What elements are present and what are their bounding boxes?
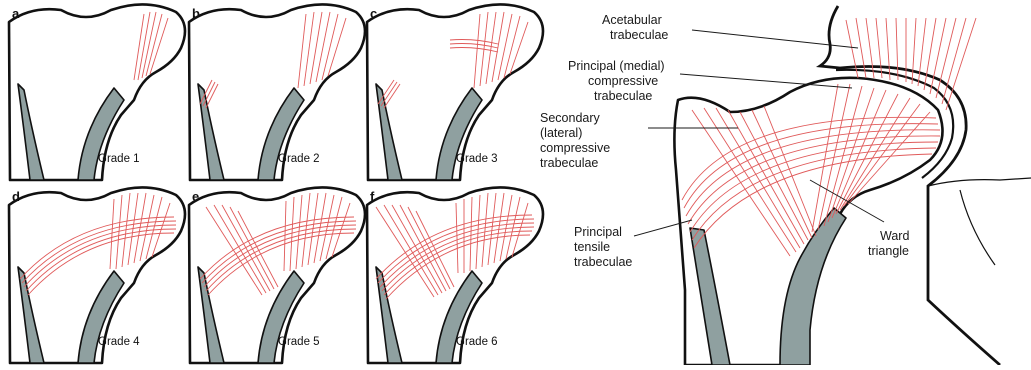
grade-label-5: Grade 5 <box>278 336 320 348</box>
panel-letter-b: b <box>192 6 200 21</box>
panel-letter-e: e <box>192 189 199 204</box>
label-principal-tensile-trabeculae: Principal tensile trabeculae <box>574 225 632 269</box>
panel-b: b Grade 2 <box>189 4 365 180</box>
panel-letter-a: a <box>12 6 20 21</box>
panel-e: e Grade 5 <box>189 187 365 363</box>
panel-letter-f: f <box>370 189 375 204</box>
panel-f: f Grade 6 <box>367 187 543 363</box>
grade-label-1: Grade 1 <box>98 153 140 165</box>
panel-letter-c: c <box>370 6 377 21</box>
grade-label-6: Grade 6 <box>456 336 498 348</box>
label-secondary-compressive-trabeculae: Secondary (lateral) compressive trabecul… <box>540 111 614 170</box>
grade-label-3: Grade 3 <box>456 153 498 165</box>
panel-c: c Grade 3 <box>367 4 543 180</box>
grade-label-4: Grade 4 <box>98 336 140 348</box>
leader-acetabular <box>692 30 858 48</box>
label-principal-compressive-trabeculae: Principal (medial) compressive trabecula… <box>568 59 668 103</box>
panel-a: a Grade 1 <box>9 4 185 180</box>
label-acetabular-trabeculae: Acetabular trabeculae <box>602 13 668 42</box>
panel-d: d Grade 4 <box>9 187 185 363</box>
label-ward-triangle: Ward triangle <box>868 229 913 258</box>
grade-label-2: Grade 2 <box>278 153 320 165</box>
hip-joint-diagram: Acetabular trabeculae Principal (medial)… <box>540 6 1031 365</box>
panel-letter-d: d <box>12 189 20 204</box>
